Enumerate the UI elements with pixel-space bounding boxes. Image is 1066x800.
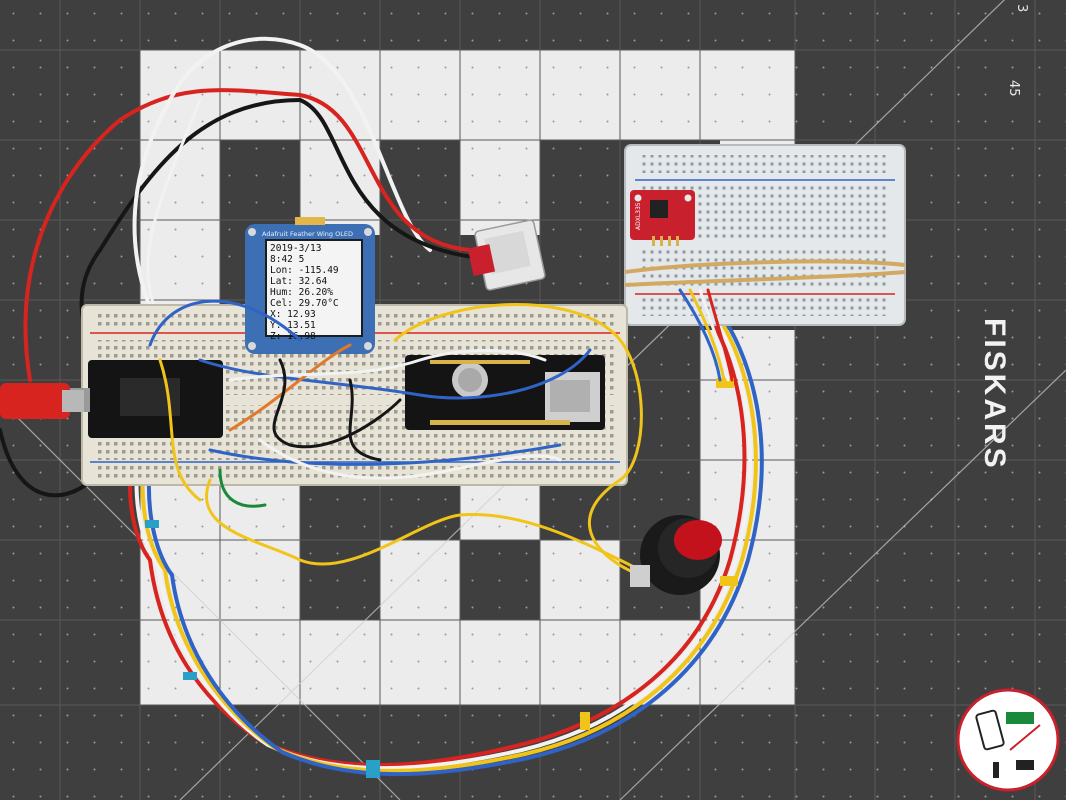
- oled-line-lon: Lon: -115.49: [270, 265, 339, 276]
- accelerometer-board: ADXL335: [630, 190, 695, 246]
- oled-line-date: 2019-3/13: [270, 243, 321, 254]
- oled-line-hum: Hum: 26.20%: [270, 287, 333, 298]
- oled-screen: [265, 239, 363, 337]
- oled-line-lat: Lat: 32.64: [270, 276, 327, 287]
- zip-tie: [720, 576, 738, 586]
- ruler-mark-3: 3: [1014, 4, 1029, 12]
- zip-tie: [145, 520, 159, 528]
- sensor-wires: [678, 288, 734, 382]
- oled-line-x: X: 12.93: [270, 309, 316, 320]
- gps-module: [467, 219, 546, 291]
- oled-line-y: Y: 13.51: [270, 320, 316, 331]
- zip-tie: [183, 672, 197, 680]
- oled-line-cel: Cel: 29.70°C: [270, 298, 339, 309]
- ruler-mark-45: 45: [1006, 80, 1021, 97]
- fiskars-brand-text: FISKARS: [978, 318, 1011, 471]
- oled-line-z: Z: 16.98: [270, 331, 316, 342]
- cable-loop: [127, 298, 764, 778]
- oled-header: Adafruit Feather Wing OLED: [262, 230, 353, 238]
- push-button: [630, 515, 722, 595]
- oled-line-time: 8:42 5: [270, 254, 304, 265]
- oled-board: Adafruit Feather Wing OLED 2019-3/13 8:4…: [245, 217, 375, 354]
- usb-cable: [0, 383, 84, 419]
- jumper-wires: [148, 299, 643, 577]
- watermark-logo: [956, 688, 1060, 792]
- zip-tie: [716, 378, 734, 388]
- zip-tie: [580, 712, 590, 730]
- zip-tie: [366, 760, 380, 778]
- accelerometer-label: ADXL335: [635, 202, 642, 230]
- rubber-band: [624, 259, 906, 287]
